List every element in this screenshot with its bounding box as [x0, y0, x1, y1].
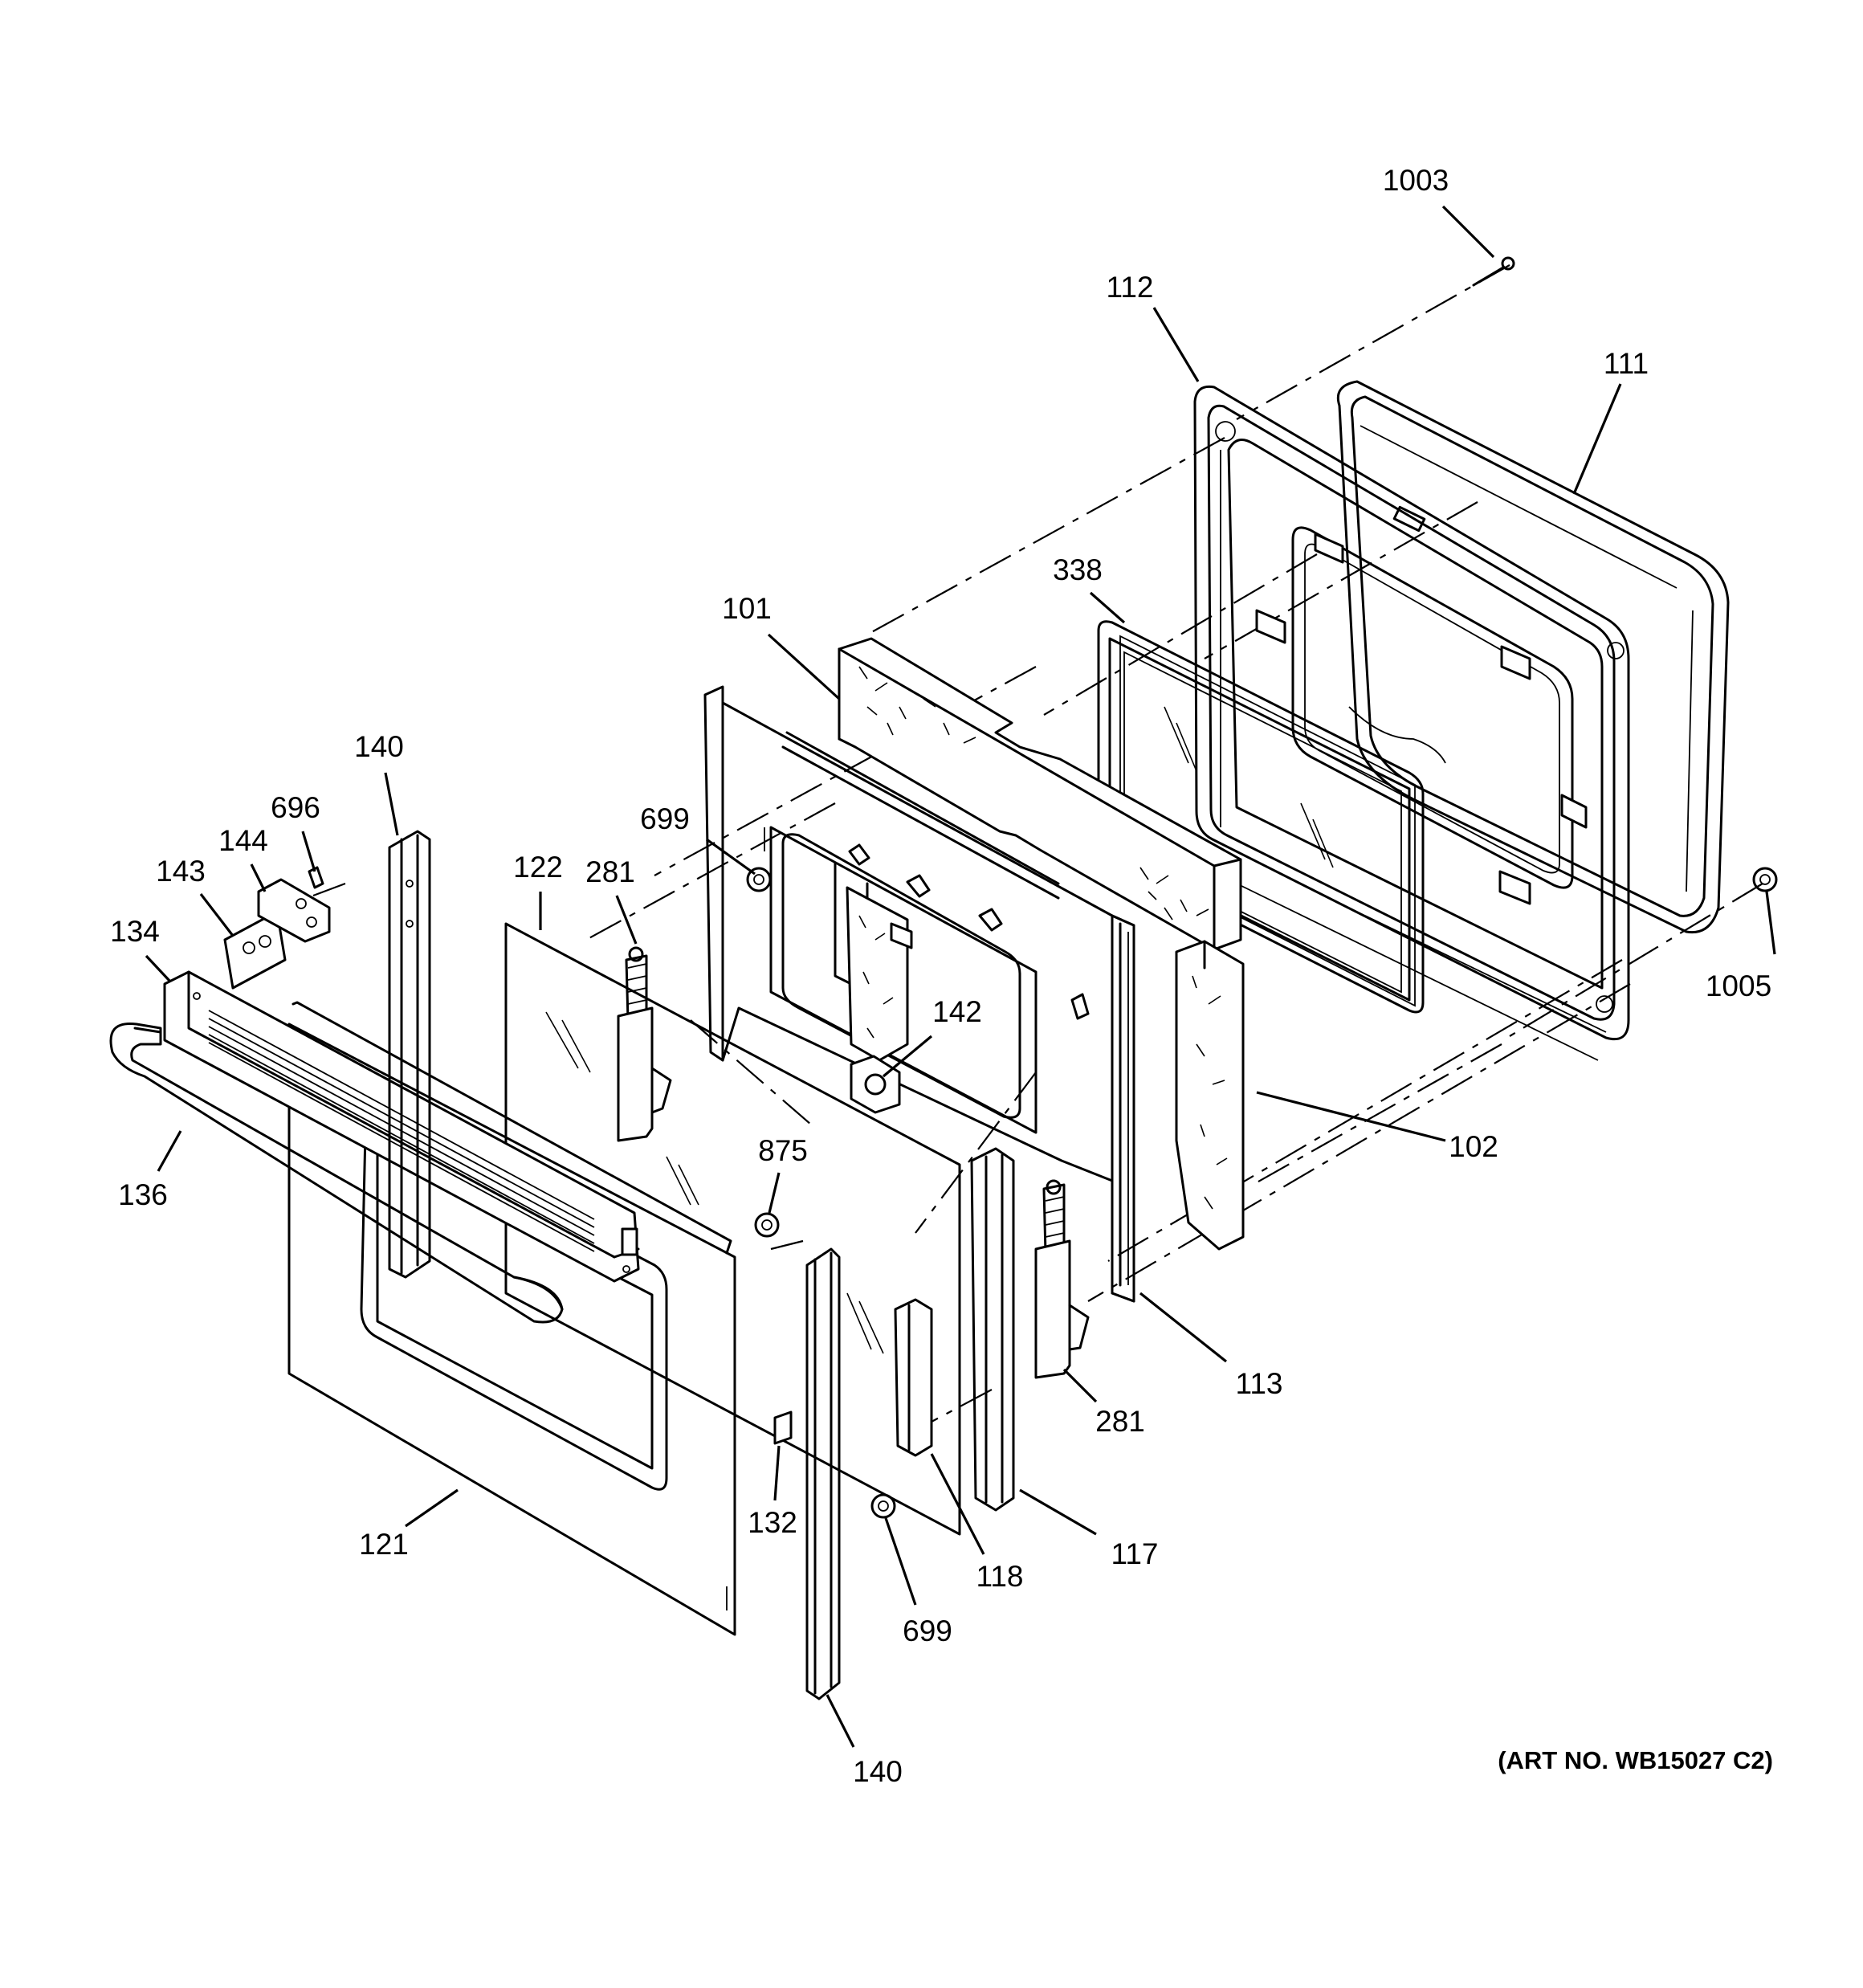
insulation-top-101 [838, 637, 1242, 951]
art-number: (ART NO. WB15027 C2) [1498, 1746, 1773, 1774]
hinge-receiver-118 [894, 1298, 933, 1457]
callout-142: 142 [932, 995, 982, 1028]
callout-111: 111 [1604, 347, 1649, 380]
callout-699-top: 699 [640, 802, 690, 835]
callout-102: 102 [1449, 1130, 1498, 1163]
callout-140-top: 140 [354, 730, 404, 763]
gasket-frame-111 [1336, 380, 1730, 934]
door-channel-140-bottom [805, 1247, 841, 1700]
callout-101: 101 [722, 592, 772, 625]
screw-1003 [1472, 256, 1515, 287]
callout-281-right: 281 [1095, 1405, 1145, 1438]
bracket-143 [223, 910, 287, 990]
callout-121: 121 [359, 1528, 409, 1561]
door-channel-117 [970, 1147, 1015, 1512]
inner-door-liner-112 [1193, 385, 1630, 1061]
callout-338: 338 [1053, 553, 1103, 586]
hinge-281-right [1034, 1179, 1090, 1379]
callout-281-left: 281 [585, 855, 635, 888]
callout-136: 136 [118, 1178, 168, 1211]
callout-118: 118 [976, 1560, 1024, 1593]
spacer-132 [773, 1410, 793, 1445]
leader-lines [145, 205, 1776, 1748]
callout-117: 117 [1111, 1537, 1159, 1570]
screw-1005 [1752, 867, 1778, 892]
screw-699-bottom [870, 1493, 896, 1519]
inner-door-panel [703, 685, 1135, 1303]
screw-699-top [746, 867, 772, 892]
callout-122: 122 [513, 851, 563, 884]
callout-699-bottom: 699 [903, 1614, 952, 1647]
screw-875 [754, 1212, 780, 1238]
hinge-281-left [617, 946, 672, 1142]
callout-1005: 1005 [1706, 970, 1771, 1002]
door-channel-140-top [388, 830, 431, 1279]
latch-bracket-142 [850, 1055, 901, 1114]
bracket-144 [257, 878, 331, 943]
callout-140-bottom: 140 [853, 1755, 903, 1788]
callout-143: 143 [156, 855, 206, 888]
callout-875: 875 [758, 1134, 808, 1167]
callout-labels: 1003 112 111 338 101 140 696 144 143 134… [110, 164, 1773, 1788]
pin-696 [308, 866, 324, 889]
door-handle-136 [109, 1022, 564, 1324]
callout-113: 113 [1236, 1367, 1283, 1400]
callout-1003: 1003 [1383, 164, 1449, 197]
side-trim-113 [1111, 914, 1135, 1303]
callout-132: 132 [748, 1506, 797, 1539]
callout-144: 144 [218, 824, 268, 857]
callout-134: 134 [110, 915, 160, 948]
insulation-side-102 [1175, 940, 1245, 1251]
callout-112: 112 [1107, 271, 1154, 304]
callout-696: 696 [271, 791, 320, 824]
